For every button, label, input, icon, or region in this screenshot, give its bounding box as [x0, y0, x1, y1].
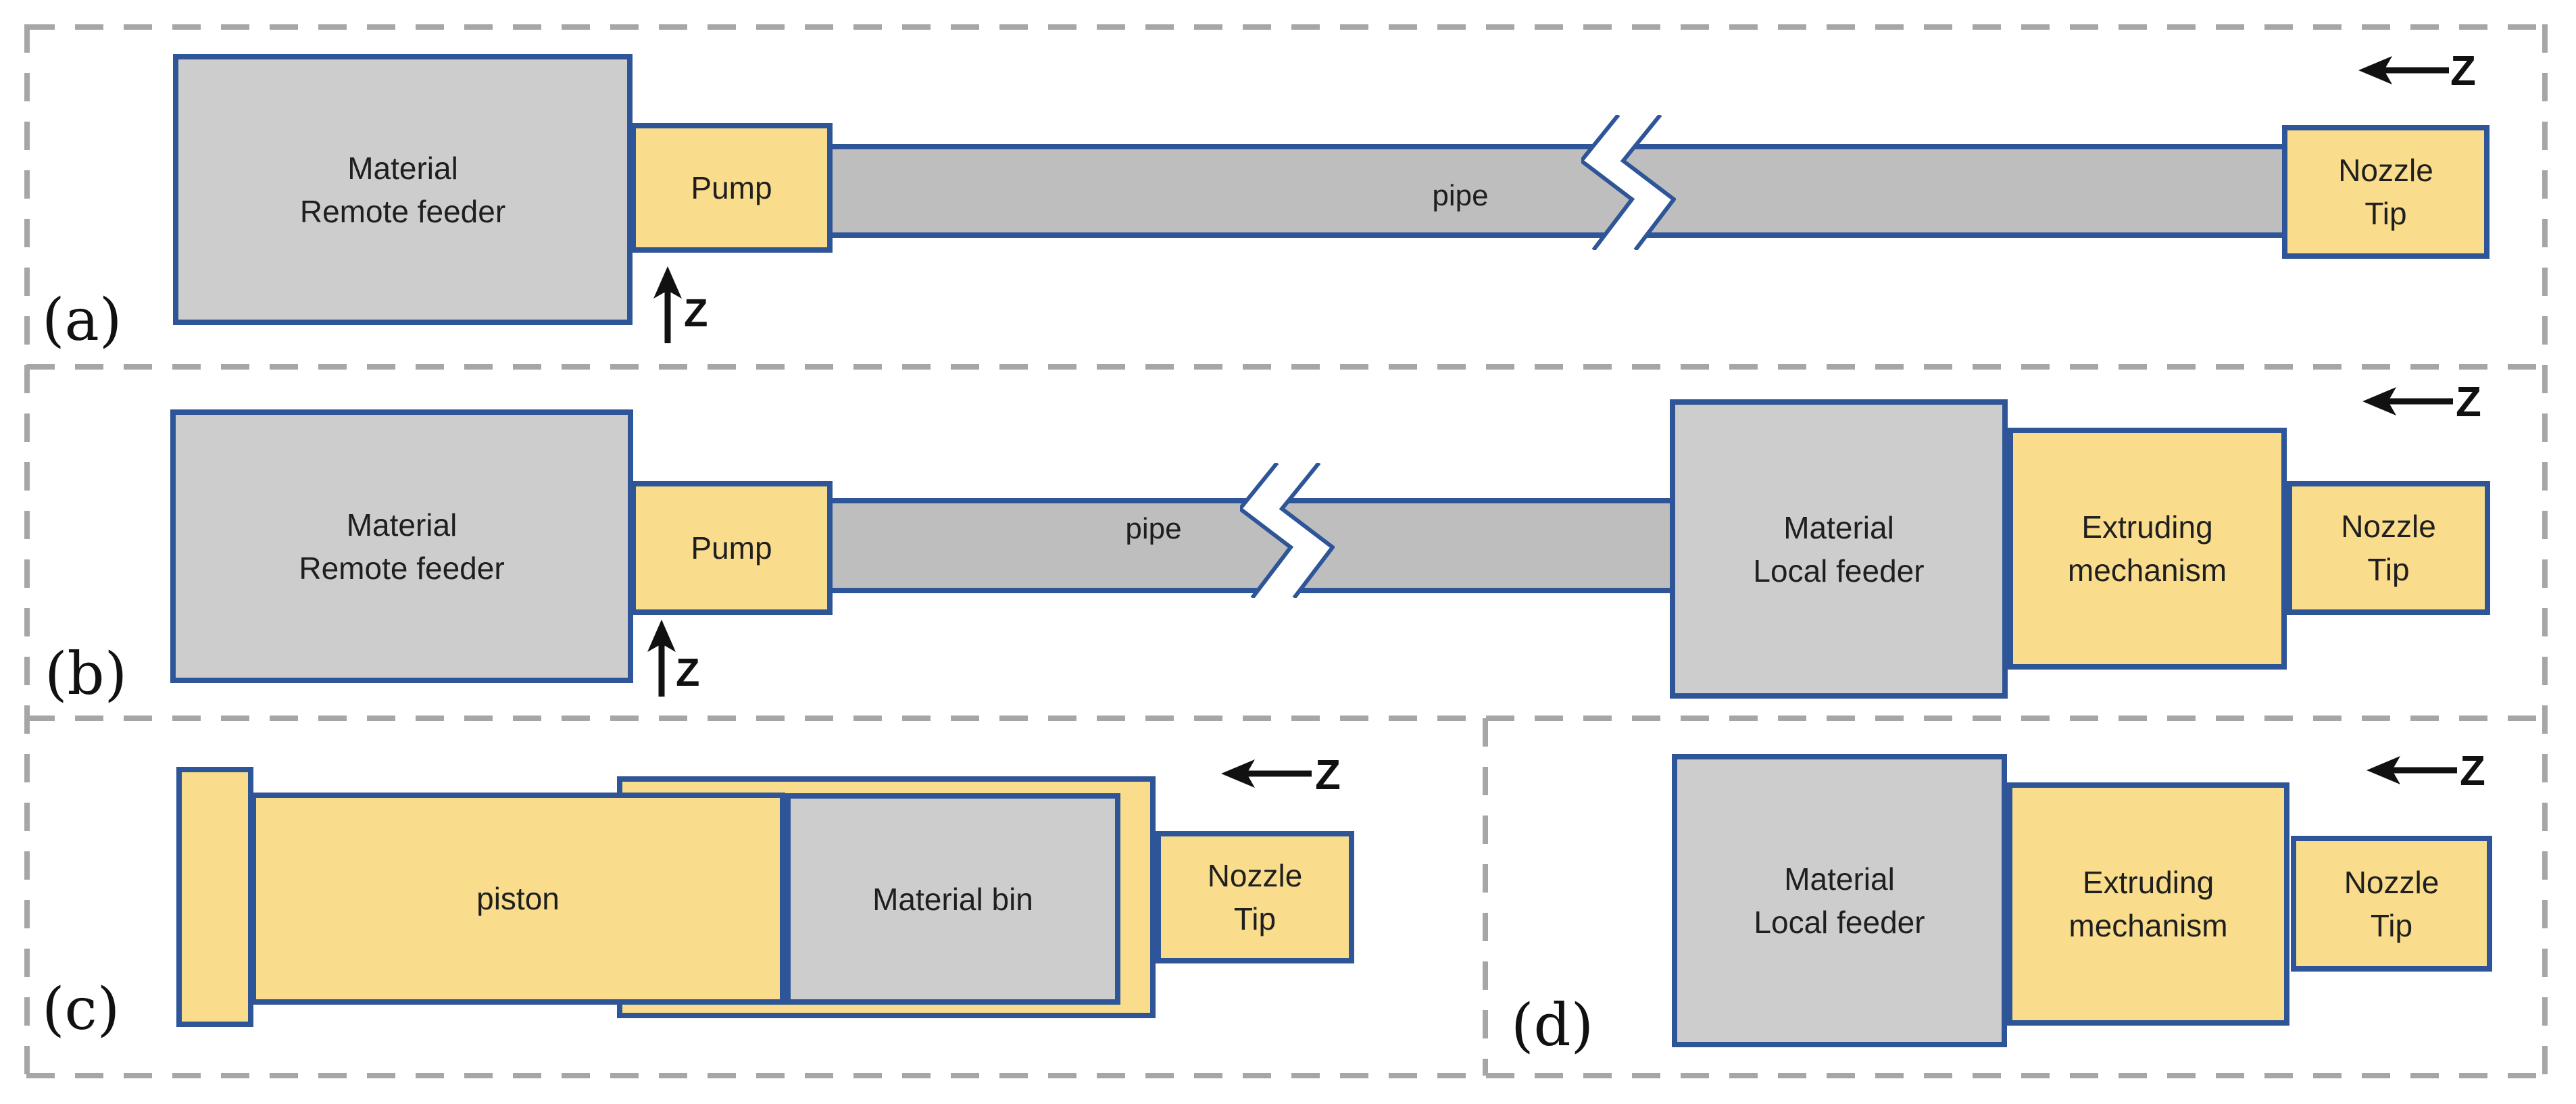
nozzle-label-line2: Tip [2370, 907, 2413, 943]
remote-feeder-label-line2: Remote feeder [299, 550, 505, 586]
material-bin-box: Material bin [785, 793, 1120, 1005]
piston-handle-bar [176, 767, 253, 1027]
local-feeder-label-line2: Local feeder [1754, 905, 1925, 940]
panel-label-c: (c) [42, 976, 120, 1043]
local-feeder-box-d: Material Local feeder [1672, 754, 2007, 1047]
remote-feeder-box-a: Material Remote feeder [173, 54, 633, 325]
z-axis-left-label-a: Z [2450, 48, 2476, 95]
nozzle-tip-box-b: Nozzle Tip [2287, 481, 2490, 615]
pump-label: Pump [691, 530, 772, 566]
extruder-label-line2: mechanism [2067, 553, 2227, 588]
extruder-label-line1: Extruding [2081, 509, 2213, 545]
pipe-a [832, 144, 2312, 238]
nozzle-label-line1: Nozzle [2341, 509, 2436, 544]
pipe-break-icon [1240, 463, 1335, 598]
z-axis-left-arrow-icon-d [2367, 756, 2457, 784]
local-feeder-label-line2: Local feeder [1753, 553, 1925, 588]
extruding-mechanism-box-d: Extruding mechanism [2007, 782, 2289, 1026]
z-axis-left-arrow-icon-a [2358, 56, 2449, 84]
nozzle-label-line2: Tip [1233, 901, 1277, 936]
divider-panel-b-cd [26, 716, 2548, 721]
frame-top-border [26, 24, 2548, 30]
pipe-break-icon [1581, 115, 1676, 250]
z-axis-left-arrow-icon-b [2362, 387, 2453, 416]
remote-feeder-label-line1: Material [346, 507, 457, 543]
z-axis-left-label-d: Z [2460, 748, 2485, 795]
nozzle-label-line2: Tip [2367, 552, 2410, 587]
pump-box-a: Pump [630, 123, 833, 253]
nozzle-label-line1: Nozzle [2338, 153, 2433, 188]
z-axis-up-label-b: Z [676, 651, 700, 695]
nozzle-tip-box-c: Nozzle Tip [1156, 831, 1354, 963]
divider-panel-c-d [1483, 718, 1488, 1076]
frame-left-border [24, 24, 30, 1076]
piston-box: piston [251, 793, 785, 1005]
remote-feeder-label-line1: Material [347, 150, 458, 186]
nozzle-label-line2: Tip [2364, 196, 2407, 231]
pipe-label: pipe [1125, 512, 1182, 545]
z-axis-left-label-c: Z [1315, 752, 1341, 799]
z-axis-up-label-a: Z [684, 291, 708, 335]
z-axis-left-label-b: Z [2456, 379, 2481, 426]
remote-feeder-box-b: Material Remote feeder [170, 409, 633, 683]
pump-box-b: Pump [630, 481, 833, 615]
divider-panel-a-b [26, 364, 2548, 370]
remote-feeder-label-line2: Remote feeder [299, 193, 506, 229]
z-axis-up-arrow-icon [653, 266, 682, 343]
pipe-label: pipe [1432, 179, 1489, 212]
frame-bottom-border [26, 1073, 2548, 1078]
panel-label-b: (b) [45, 641, 128, 708]
extruder-label-line2: mechanism [2069, 908, 2228, 943]
panel-label-d: (d) [1511, 992, 1594, 1059]
nozzle-tip-box-d: Nozzle Tip [2291, 836, 2492, 972]
extruding-mechanism-box-b: Extruding mechanism [2008, 428, 2287, 670]
pump-label: Pump [691, 170, 772, 205]
nozzle-label-line1: Nozzle [1207, 858, 1303, 893]
material-bin-label: Material bin [872, 881, 1033, 917]
z-axis-up-arrow-icon [647, 620, 676, 697]
extruder-label-line1: Extruding [2082, 865, 2214, 900]
nozzle-label-line1: Nozzle [2344, 864, 2439, 900]
local-feeder-box-b: Material Local feeder [1670, 399, 2008, 699]
frame-right-border [2542, 24, 2548, 1076]
z-axis-left-arrow-icon-c [1221, 759, 1312, 788]
piston-label: piston [476, 881, 560, 916]
local-feeder-label-line1: Material [1783, 509, 1894, 545]
panel-label-a: (a) [42, 286, 122, 354]
nozzle-tip-box-a: Nozzle Tip [2282, 125, 2490, 259]
local-feeder-label-line1: Material [1784, 861, 1895, 897]
